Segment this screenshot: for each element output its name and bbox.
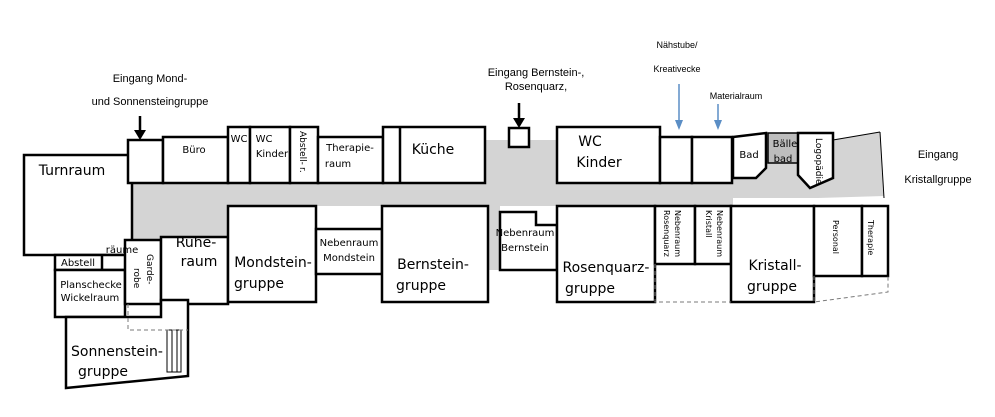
sonnenstein-room — [64, 298, 190, 390]
personal-label: Personal — [831, 220, 840, 254]
planschecke-label-2: Wickelraum — [61, 293, 120, 304]
sonnenstein-dashed-area — [127, 304, 188, 331]
mondstein-label-1: Mondstein- — [234, 255, 312, 271]
naehstube-room — [658, 135, 694, 185]
baellebad-label-1: Bälle — [773, 139, 798, 150]
naehstube-label-2: Kreativecke — [653, 64, 700, 74]
entrance-bernstein-label-1: Eingang Bernstein-, — [488, 67, 585, 79]
rosenquarz-label-1: Rosenquarz- — [563, 260, 650, 276]
entrance-bernstein-label-2: Rosenquarz, — [505, 81, 567, 93]
wc-kinder-small-room — [248, 125, 292, 185]
arrow-entrance-bernstein — [513, 103, 525, 128]
kristall-label-2: gruppe — [747, 279, 797, 295]
entrance-kristall-label-1: Eingang — [918, 149, 958, 161]
nebenraum-mondstein-label-1: Nebenraum — [320, 238, 379, 249]
therapieraum-label-2: raum — [325, 159, 351, 170]
nebenraum-rosenquarz-label-1: Nebenraum — [673, 210, 682, 257]
nebenraum-bernstein-label-1: Nebenraum — [496, 228, 555, 239]
naehstube-label-1: Nähstube/ — [656, 40, 698, 50]
materialraum-label: Materialraum — [710, 91, 763, 101]
planschecke-label-1: Planschecke — [60, 280, 122, 291]
mondstein-room — [226, 204, 318, 304]
rosenquarz-label-2: gruppe — [565, 281, 615, 297]
entrance-mond-vestibule — [126, 138, 165, 185]
wc-label: WC — [231, 134, 248, 145]
nebenraum-bernstein-label-2: Bernstein — [501, 243, 549, 254]
logopaedie-label: Logopädie — [813, 138, 823, 185]
garderobe-label-2: robe — [131, 268, 141, 289]
nebenraum-mondstein-room — [314, 227, 384, 276]
therapieraum-room — [316, 135, 385, 185]
sonnenstein-label-2: gruppe — [78, 364, 128, 380]
arrow-naehstube — [675, 84, 683, 130]
bernstein-label-1: Bernstein- — [397, 257, 469, 273]
abstell-label: Abstell — [61, 258, 95, 269]
ruheraum-label-1: Ruhe- — [176, 235, 217, 251]
kristall-label-1: Kristall- — [748, 258, 801, 274]
therapie-room — [860, 204, 890, 278]
mondstein-label-2: gruppe — [234, 276, 284, 292]
baellebad-label-2: bad — [774, 154, 793, 165]
kristall-room — [729, 204, 816, 304]
abstellr-label-1: Abstell- — [297, 131, 307, 165]
personal-room — [812, 204, 864, 278]
buero-room — [161, 135, 230, 185]
materialraum-room — [690, 135, 734, 185]
entrance-kristall-label-2: Kristallgruppe — [904, 174, 971, 186]
entrance-mond-label-2: und Sonnensteingruppe — [92, 96, 209, 108]
kueche-label: Küche — [412, 142, 455, 158]
wc-kinder-small-label-1: WC — [256, 134, 273, 145]
bad-label: Bad — [739, 150, 758, 161]
east-wall-right — [879, 131, 885, 199]
ruheraum-room — [159, 235, 230, 306]
garderobe-label-1: Garde- — [144, 254, 154, 285]
wc-kinder-small-label-2: Kinder — [256, 149, 289, 160]
nebenraum-bernstein-room — [498, 210, 559, 272]
nebenraum-mondstein-label-2: Mondstein — [323, 253, 375, 264]
ruheraum-label-2: raum — [181, 254, 218, 270]
turnraum-label: Turnraum — [38, 163, 106, 179]
bernstein-label-2: gruppe — [396, 278, 446, 294]
entrance-mond-label-1: Eingang Mond- — [113, 73, 188, 85]
logopaedie-room — [796, 131, 835, 190]
arrow-materialraum — [714, 104, 722, 130]
buero-label: Büro — [182, 145, 205, 156]
wc-kinder-large-label-1: WC — [578, 134, 602, 150]
abstellr-label-2: r. — [297, 167, 307, 173]
nebenraum-kristall-label-1: Nebenraum — [715, 210, 724, 257]
arrow-entrance-mond — [134, 116, 146, 140]
therapieraum-label-1: Therapie- — [325, 143, 374, 154]
garderobe-room — [123, 238, 163, 306]
bernstein-room — [380, 204, 490, 304]
bad-room — [731, 131, 768, 180]
sonnenstein-label-1: Sonnenstein- — [71, 344, 163, 360]
raeume-label: räume — [106, 245, 138, 256]
wc-kinder-large-label-2: Kinder — [576, 155, 621, 171]
rosenquarz-room — [555, 204, 657, 304]
east-wall-top — [832, 131, 881, 141]
entrance-bernstein-box — [507, 126, 531, 149]
nebenraum-kristall-label-2: Kristall — [704, 210, 713, 237]
nebenraum-kristall-room — [693, 204, 733, 266]
therapie-label: Therapie — [866, 219, 875, 255]
rosenquarz-dashed — [654, 264, 731, 303]
nebenraum-rosenquarz-label-2: Rosenquarz — [662, 210, 671, 257]
nebenraum-rosenquarz-room — [653, 204, 697, 266]
south-east-dashed — [813, 276, 889, 303]
